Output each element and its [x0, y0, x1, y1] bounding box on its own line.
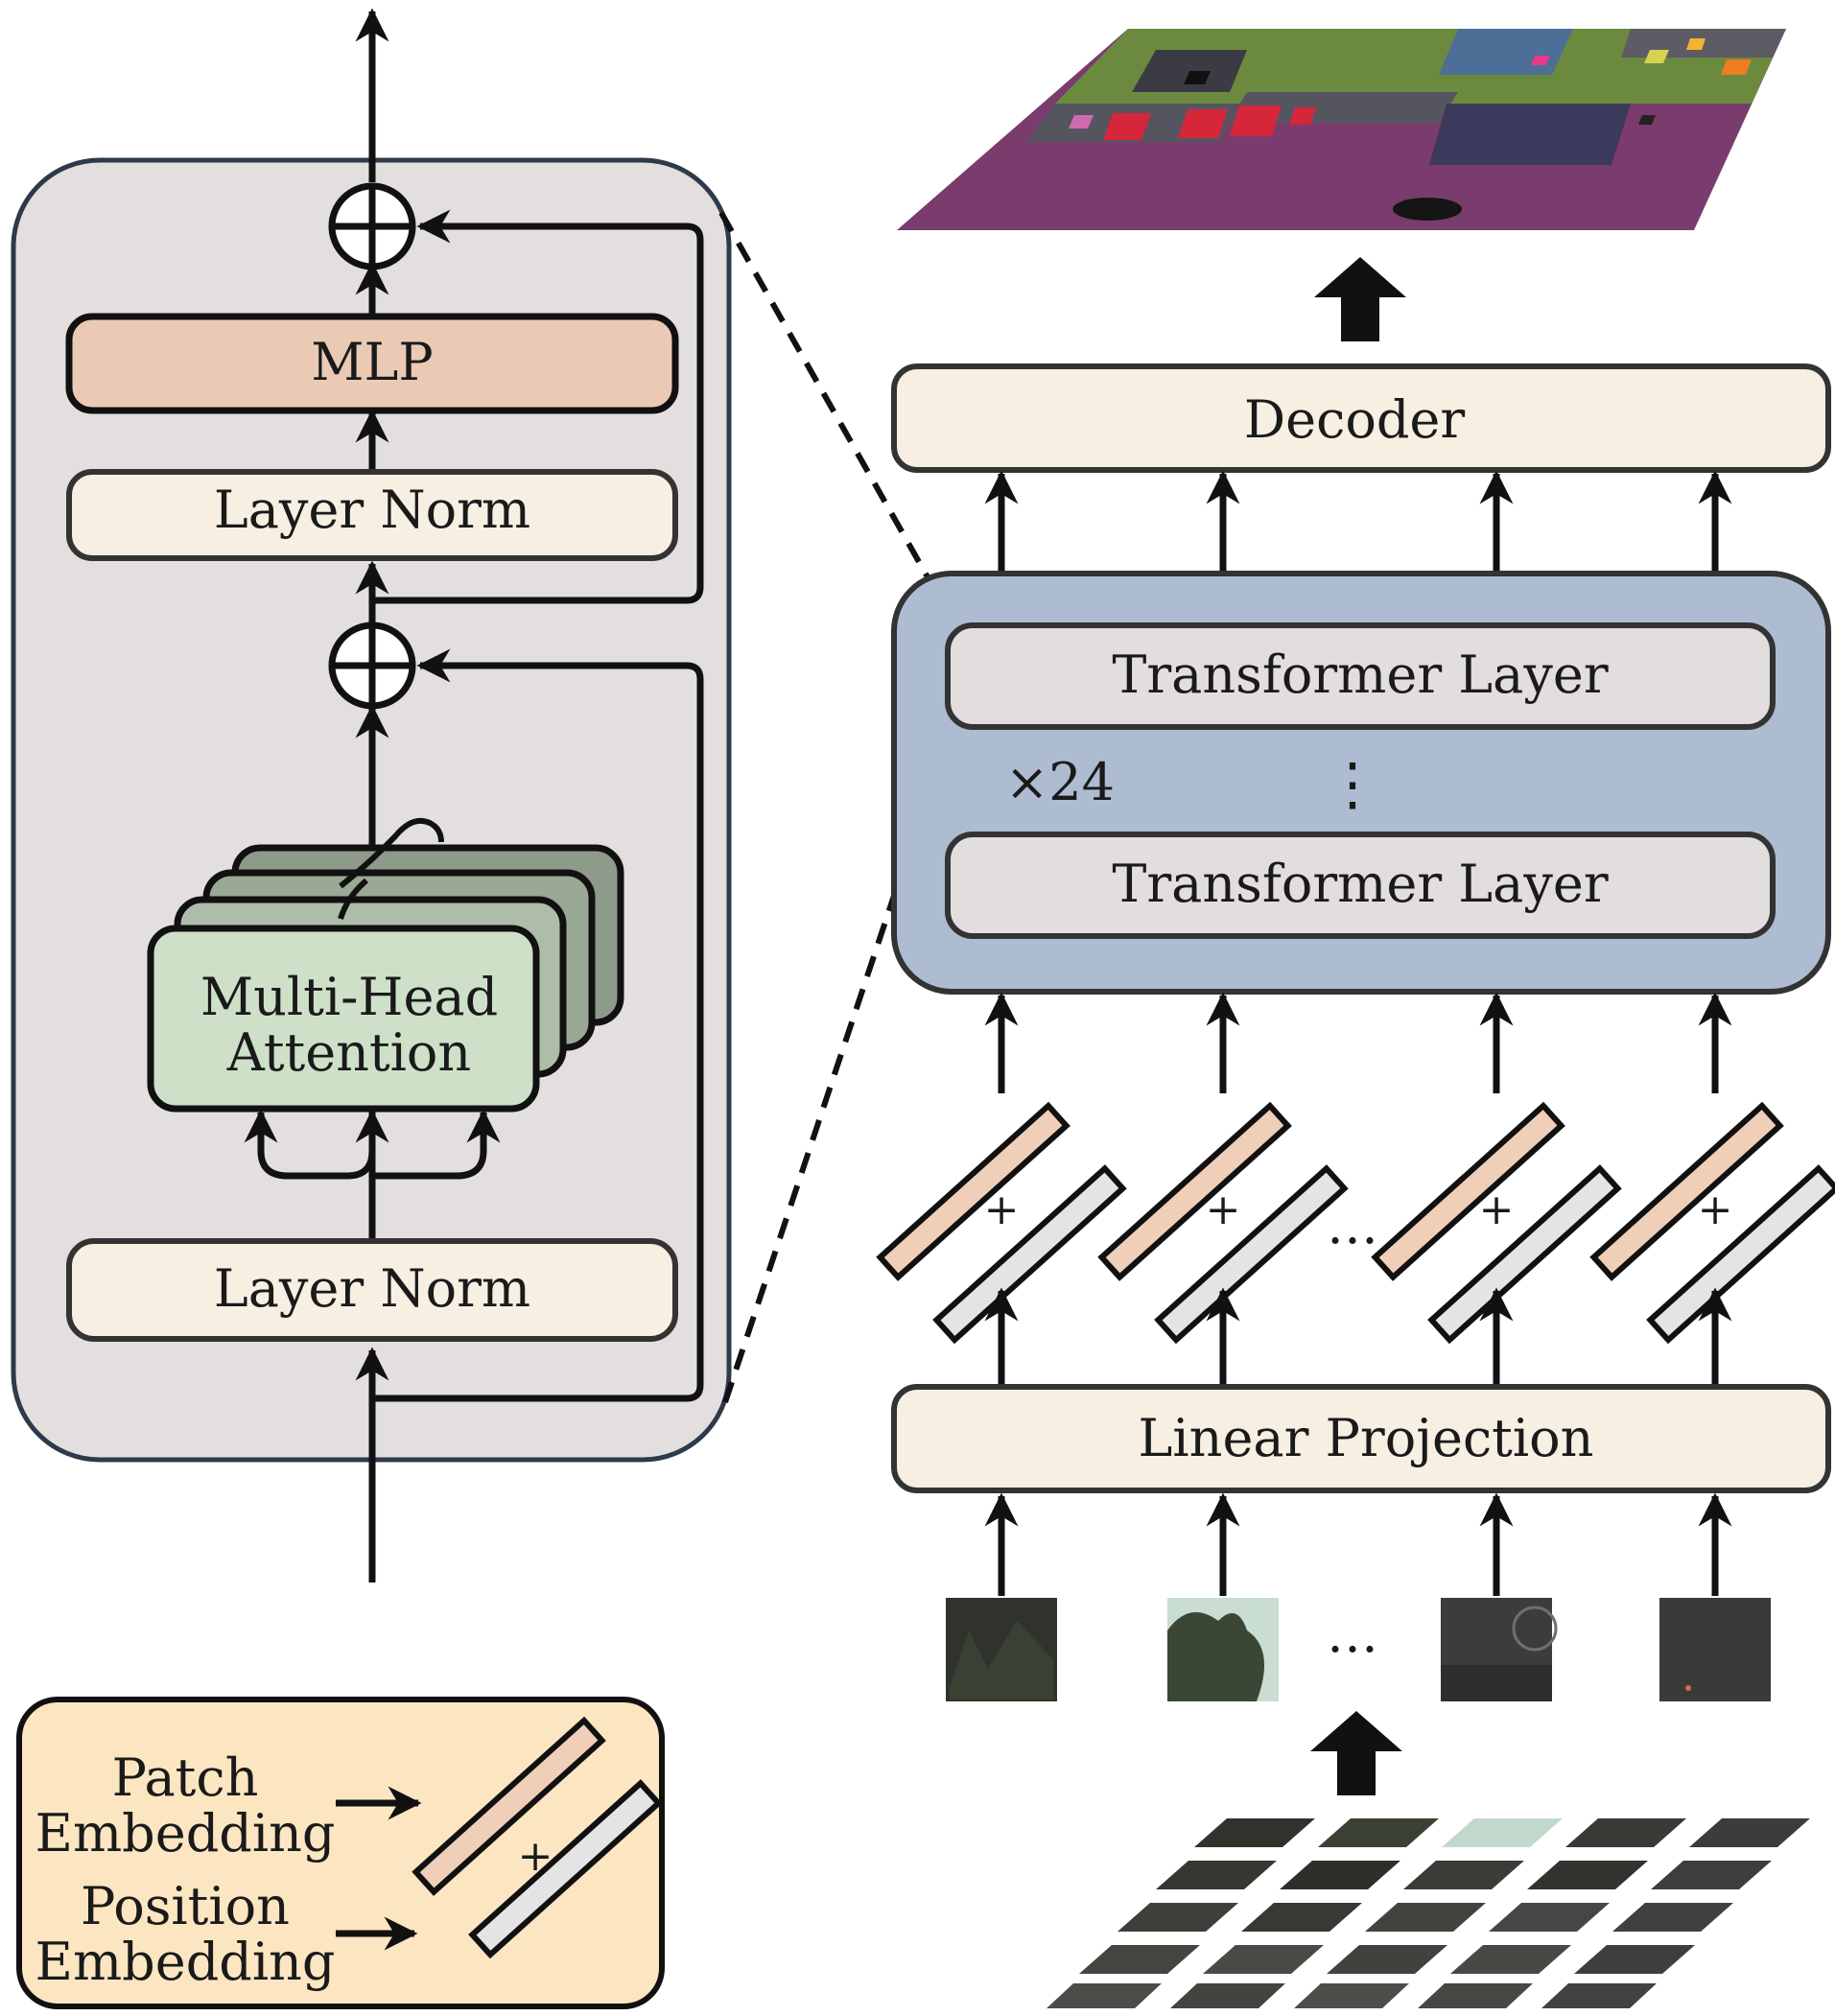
- layer-norm-bottom-label: Layer Norm: [214, 1258, 530, 1319]
- token-3: [1371, 1101, 1622, 1345]
- image-patch-3: [1441, 1598, 1558, 1701]
- decoder-box: [891, 363, 1831, 473]
- legend-patch-line1: Patch: [112, 1747, 259, 1808]
- legend-patch-line2: Embedding: [35, 1803, 336, 1864]
- legend-position-line2: Embedding: [35, 1932, 336, 1992]
- legend-position-line1: Position: [81, 1876, 290, 1936]
- transformer-layer-top-label: Transformer Layer: [1112, 645, 1608, 705]
- attention-box: [147, 925, 540, 1113]
- token-ellipsis: …: [1327, 1195, 1378, 1255]
- attention-label-line2: Attention: [226, 1022, 471, 1083]
- decoder-output-arrow: [1314, 257, 1406, 341]
- linear-projection-box: [891, 1384, 1831, 1493]
- patch-ellipsis: …: [1327, 1604, 1378, 1664]
- token-2: [1097, 1101, 1349, 1345]
- repeat-label: ×24: [1005, 752, 1115, 812]
- residual-connection-lower: [372, 648, 704, 1402]
- image-patch-2: [1167, 1598, 1279, 1701]
- input-patch-grid: [1047, 1818, 1810, 2008]
- token-plus-1: +: [984, 1185, 1020, 1234]
- zoom-connector-top: [718, 211, 962, 635]
- decoder-label: Decoder: [1244, 389, 1466, 450]
- token-plus-3: +: [1479, 1185, 1515, 1234]
- token-1: [876, 1101, 1127, 1345]
- attention-label-line1: Multi-Head: [200, 967, 498, 1027]
- legend-plus: +: [518, 1832, 553, 1881]
- mlp-label: MLP: [311, 332, 434, 392]
- token-4: [1589, 1101, 1835, 1345]
- legend-token-icon: [412, 1716, 663, 1959]
- transformer-layer-bottom-label: Transformer Layer: [1112, 854, 1608, 914]
- add-circle-lower: [328, 621, 416, 710]
- segmentation-output-map: [897, 29, 1786, 230]
- mlp-box: [65, 313, 679, 414]
- layer-norm-bottom-box: [66, 1238, 678, 1342]
- image-patch-1: [946, 1598, 1057, 1701]
- layer-norm-top-label: Layer Norm: [214, 480, 530, 540]
- transformer-layer-bottom: [945, 832, 1776, 939]
- residual-connection-upper: [372, 209, 704, 604]
- token-plus-2: +: [1206, 1185, 1241, 1234]
- image-patch-4: [1659, 1598, 1771, 1701]
- vertical-ellipsis: ⋮: [1324, 751, 1381, 818]
- token-plus-4: +: [1698, 1185, 1733, 1234]
- add-circle-upper: [328, 182, 416, 270]
- layer-norm-top-box: [66, 469, 678, 561]
- linear-projection-label: Linear Projection: [1139, 1408, 1594, 1468]
- transformer-layer-top: [945, 622, 1776, 730]
- patch-split-arrow: [1310, 1711, 1402, 1795]
